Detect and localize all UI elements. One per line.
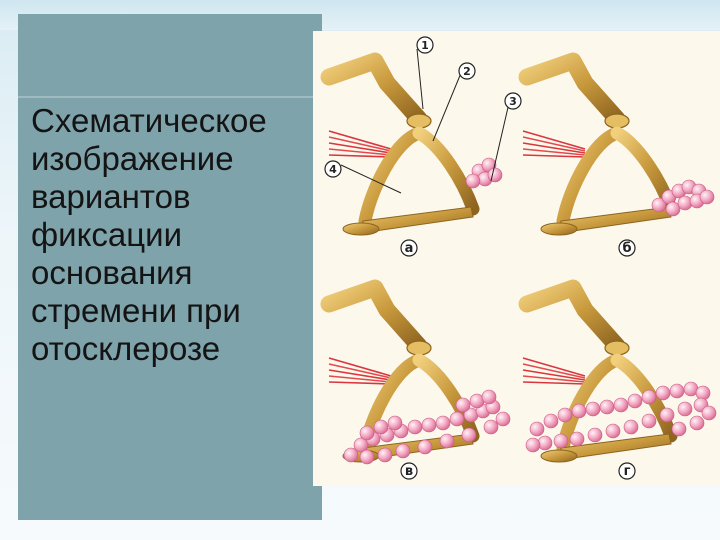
panel-a: 1 2 3 4 а — [324, 36, 522, 257]
panel-stripe — [18, 96, 322, 98]
panel-label-c: в — [400, 462, 418, 480]
callout-4: 4 — [324, 160, 342, 178]
callout-3: 3 — [504, 92, 522, 110]
svg-text:г: г — [624, 464, 631, 479]
svg-text:б: б — [622, 241, 631, 256]
panel-label-a: а — [400, 239, 418, 257]
svg-text:2: 2 — [463, 65, 471, 78]
callout-1: 1 — [416, 36, 434, 54]
panel-b: б — [523, 61, 715, 257]
svg-text:в: в — [405, 464, 413, 479]
panel-label-d: г — [618, 462, 636, 480]
otosclerotic-focus — [465, 157, 503, 189]
svg-text:4: 4 — [329, 163, 337, 176]
panel-c: в — [329, 288, 511, 480]
panel-label-b: б — [618, 239, 636, 257]
otosclerotic-focus — [343, 389, 511, 465]
title-panel — [18, 14, 322, 520]
callout-2: 2 — [458, 62, 476, 80]
svg-text:а: а — [405, 241, 414, 256]
panel-d: г — [523, 288, 717, 480]
svg-text:1: 1 — [421, 39, 429, 52]
slide-title: Схематическое изображение вариантов фикс… — [31, 102, 267, 367]
callout-lines — [340, 48, 510, 194]
svg-text:3: 3 — [509, 95, 517, 108]
stapes-illustration: 1 2 3 4 а — [313, 31, 720, 486]
